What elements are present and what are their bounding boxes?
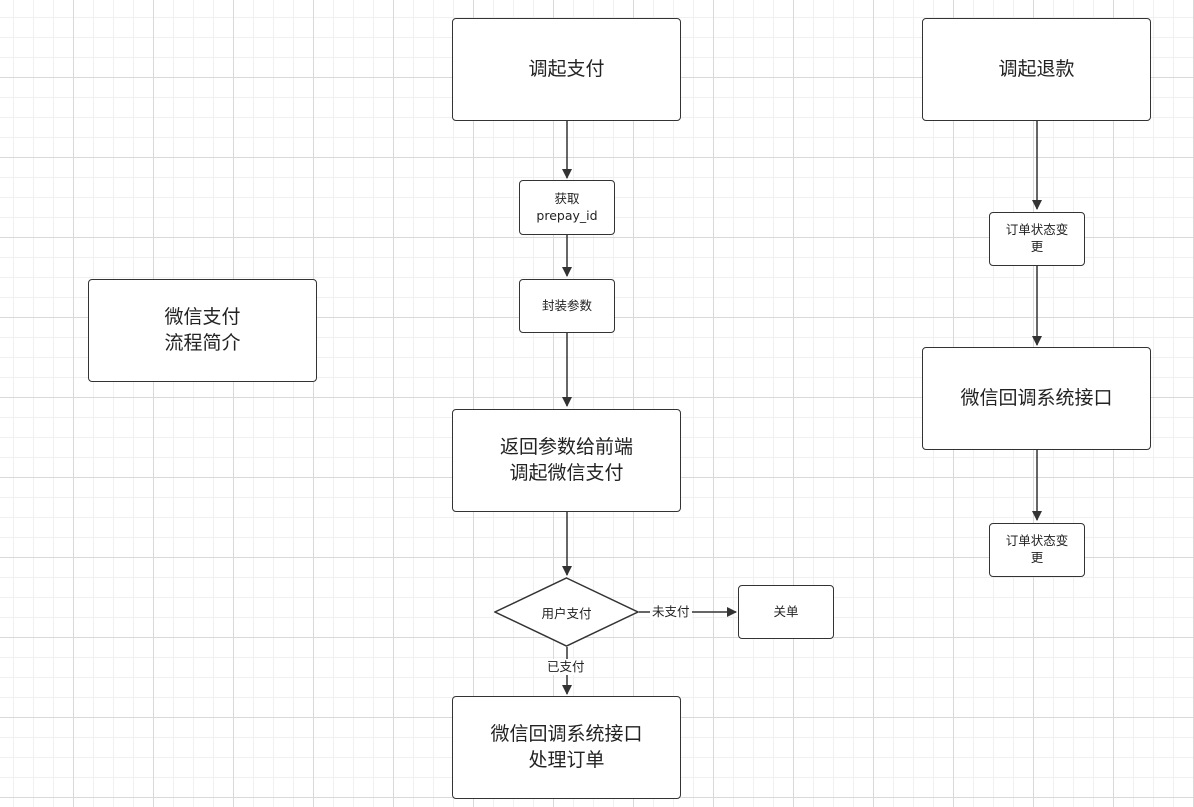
decision-diamond-shape: [494, 577, 639, 647]
invoke-pay-node[interactable]: 调起支付: [452, 18, 681, 121]
get-prepay-node[interactable]: 获取 prepay_id: [519, 180, 615, 235]
edge-label-unpaid: 未支付: [650, 604, 692, 620]
package-params-node[interactable]: 封装参数: [519, 279, 615, 333]
intro-node-label: 微信支付 流程简介: [164, 305, 241, 354]
return-params-node[interactable]: 返回参数给前端 调起微信支付: [452, 409, 681, 512]
return-params-node-label: 返回参数给前端 调起微信支付: [499, 435, 633, 484]
order-status-node-2[interactable]: 订单状态变 更: [989, 523, 1085, 577]
user-pay-decision-label: 用户支付: [541, 605, 592, 621]
refund-callback-node[interactable]: 微信回调系统接口: [922, 347, 1151, 450]
refund-callback-node-label: 微信回调系统接口: [960, 386, 1113, 409]
invoke-pay-node-label: 调起支付: [528, 57, 605, 80]
invoke-refund-node[interactable]: 调起退款: [922, 18, 1151, 121]
user-pay-decision[interactable]: 用户支付: [494, 577, 639, 647]
callback-process-node-label: 微信回调系统接口 处理订单: [490, 722, 643, 771]
close-order-node[interactable]: 关单: [738, 585, 834, 639]
order-status-node-1[interactable]: 订单状态变 更: [989, 212, 1085, 266]
invoke-refund-node-label: 调起退款: [998, 57, 1075, 80]
edge-label-paid: 已支付: [545, 659, 587, 675]
order-status-node-2-label: 订单状态变 更: [1005, 533, 1069, 565]
callback-process-node[interactable]: 微信回调系统接口 处理订单: [452, 696, 681, 799]
intro-node[interactable]: 微信支付 流程简介: [88, 279, 317, 382]
get-prepay-node-label: 获取 prepay_id: [536, 190, 598, 223]
package-params-node-label: 封装参数: [541, 297, 592, 313]
close-order-node-label: 关单: [773, 603, 799, 619]
order-status-node-1-label: 订单状态变 更: [1005, 222, 1069, 254]
